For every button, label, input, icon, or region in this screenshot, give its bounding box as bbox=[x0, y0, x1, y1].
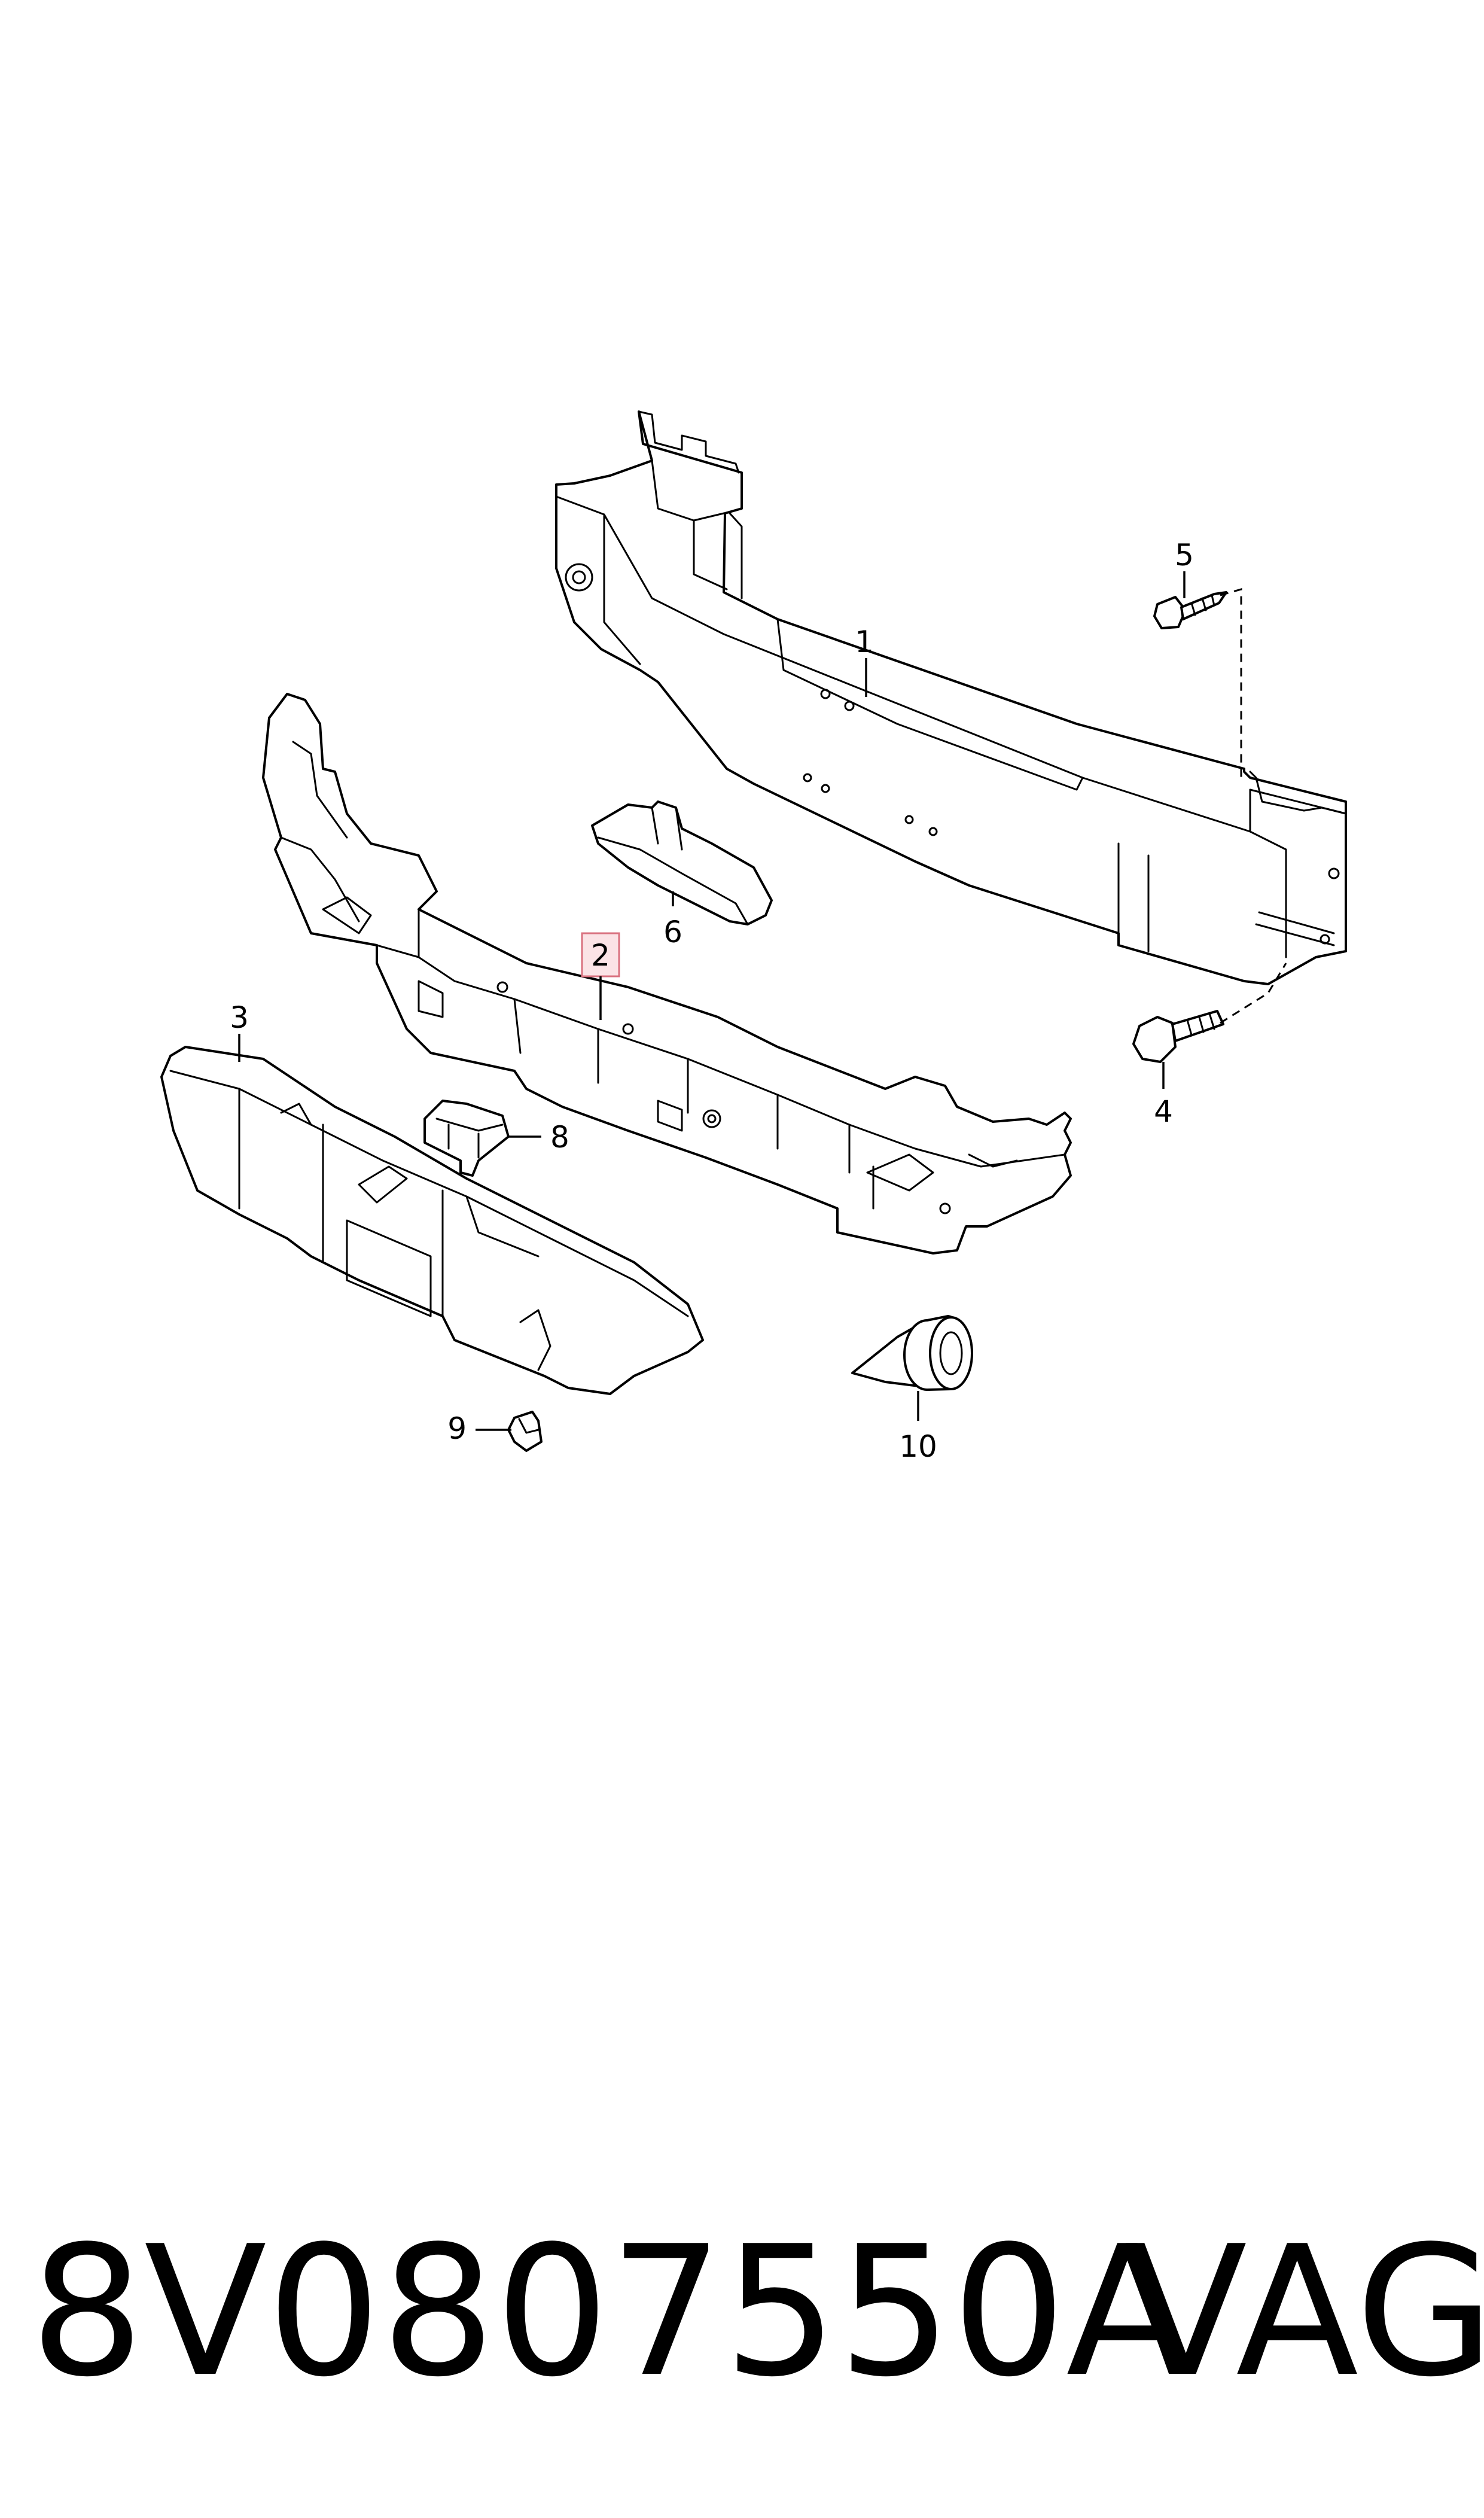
callout-9: 9 bbox=[447, 1411, 511, 1446]
callout-label-2: 2 bbox=[591, 938, 610, 973]
fastener-guide-dashed-line bbox=[1220, 588, 1287, 1024]
callout-label-3: 3 bbox=[230, 1000, 249, 1035]
part-number-caption: 8V0807550A bbox=[30, 2208, 1189, 2416]
energy-absorber-part-2 bbox=[262, 693, 1072, 1255]
callout-10: 10 bbox=[899, 1391, 937, 1464]
bracket-part-6 bbox=[591, 800, 773, 925]
clip-part-8 bbox=[423, 1100, 510, 1177]
clip-part-9 bbox=[507, 1411, 543, 1452]
hex-bolt-part-4 bbox=[1132, 1010, 1224, 1063]
bumper-carrier-part-1 bbox=[555, 410, 1347, 985]
callout-2: 2 bbox=[581, 932, 620, 1020]
callout-5: 5 bbox=[1175, 538, 1194, 598]
callout-label-4: 4 bbox=[1154, 1094, 1173, 1129]
lower-absorber-part-3 bbox=[160, 1046, 704, 1395]
callout-label-10: 10 bbox=[899, 1429, 937, 1464]
callout-1: 1 bbox=[855, 625, 874, 697]
callout-label-6: 6 bbox=[663, 915, 682, 949]
callout-3: 3 bbox=[230, 1000, 249, 1062]
callout-label-1: 1 bbox=[855, 625, 874, 659]
callout-label-5: 5 bbox=[1175, 538, 1194, 573]
callout-6: 6 bbox=[663, 891, 682, 949]
callout-4: 4 bbox=[1154, 1062, 1173, 1129]
callout-label-9: 9 bbox=[447, 1411, 467, 1446]
callout-8: 8 bbox=[508, 1120, 569, 1155]
callout-label-8: 8 bbox=[550, 1120, 569, 1155]
screw-part-5 bbox=[1153, 591, 1227, 629]
brand-caption: VAG bbox=[1125, 2208, 1484, 2416]
callout-2-highlight-box bbox=[581, 932, 620, 978]
tape-roll-part-10 bbox=[851, 1315, 973, 1391]
